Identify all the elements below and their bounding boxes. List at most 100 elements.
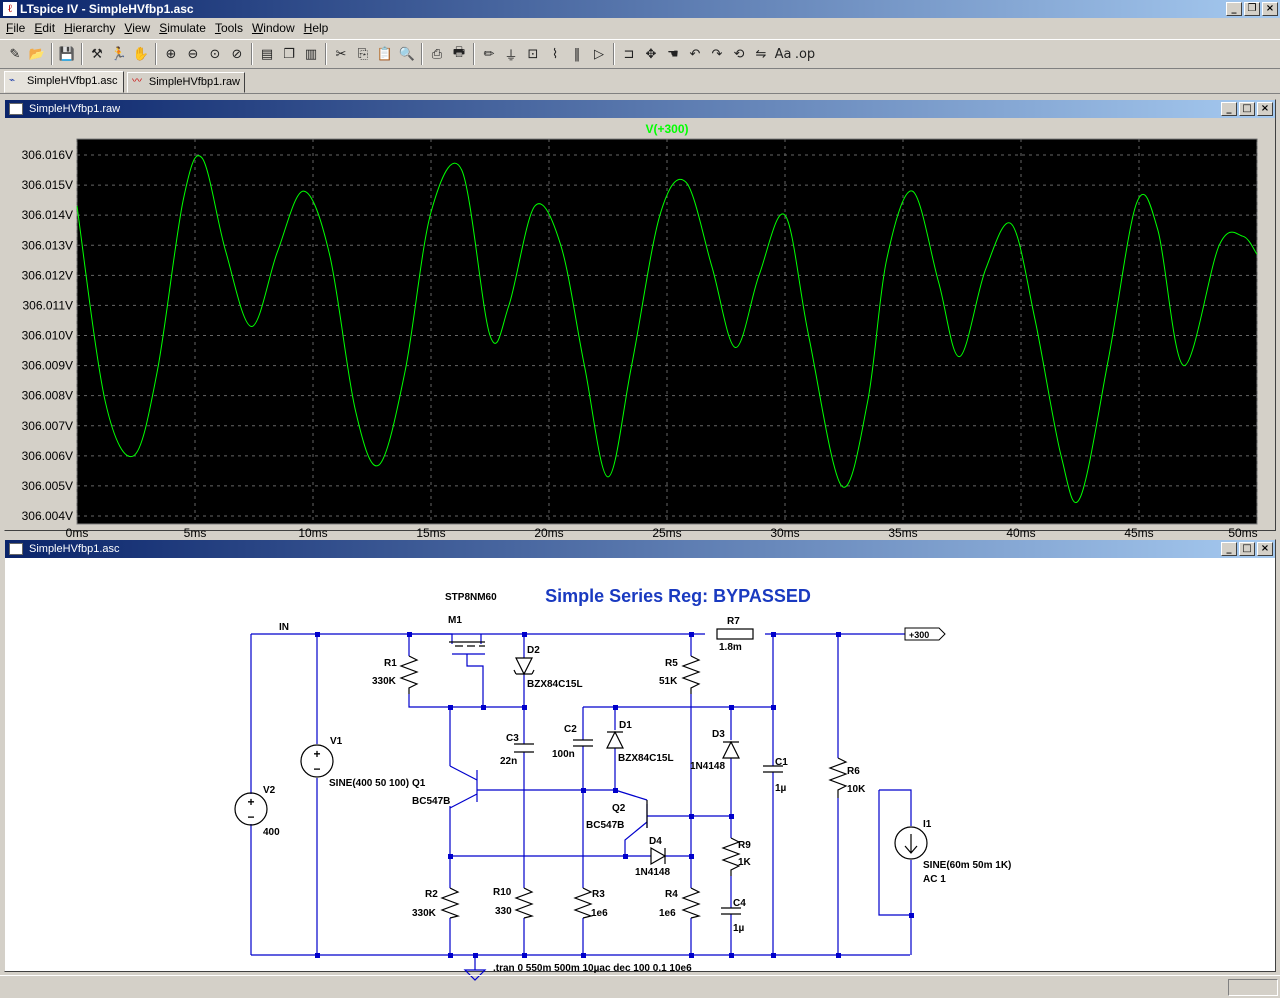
r1-resistor[interactable] xyxy=(399,655,419,694)
autorange-icon[interactable]: ⊘ xyxy=(231,46,243,62)
menu-help[interactable]: Help xyxy=(300,18,334,38)
d1-zener[interactable] xyxy=(606,730,624,749)
plot-area[interactable] xyxy=(76,138,1258,525)
menu-window[interactable]: Window xyxy=(248,18,300,38)
y-tick-label: 306.005V xyxy=(22,479,73,493)
open-icon[interactable]: 📂 xyxy=(28,46,46,62)
menu-tools[interactable]: Tools xyxy=(211,18,248,38)
schematic-maximize-button[interactable]: □ xyxy=(1239,542,1255,556)
zoom-out-icon[interactable]: ⊖ xyxy=(187,46,199,62)
drag-icon[interactable]: ☚ xyxy=(667,46,679,62)
trace-line[interactable] xyxy=(76,155,1258,504)
menu-file[interactable]: File xyxy=(2,18,30,38)
schematic-window: SimpleHVfbp1.asc _ □ × xyxy=(4,539,1276,981)
paste-icon[interactable]: 📋 xyxy=(376,46,394,62)
r3-resistor[interactable] xyxy=(573,887,594,919)
rotate-icon[interactable]: ⟲ xyxy=(733,46,745,62)
halt-icon[interactable]: ✋ xyxy=(132,46,150,62)
print-setup-icon[interactable]: ⎙ xyxy=(431,46,443,62)
text-icon[interactable]: Aa xyxy=(774,46,792,62)
waveform-window-title: SimpleHVfbp1.raw xyxy=(29,103,121,115)
restore-button[interactable]: ❐ xyxy=(1244,2,1260,16)
save-icon[interactable]: 💾 xyxy=(58,46,76,62)
trace-label[interactable]: V(+300) xyxy=(645,122,688,136)
x-tick-label: 15ms xyxy=(416,526,445,540)
run-icon[interactable]: 🏃 xyxy=(110,46,128,62)
x-tick-label: 25ms xyxy=(652,526,681,540)
out-net-flag[interactable] xyxy=(904,627,946,641)
r4-resistor[interactable] xyxy=(681,887,702,919)
r10-resistor[interactable] xyxy=(514,887,535,919)
menu-simulate[interactable]: Simulate xyxy=(155,18,211,38)
print-icon[interactable]: 🖶 xyxy=(452,45,466,60)
c2-capacitor[interactable] xyxy=(573,739,593,747)
cut-icon[interactable]: ✂ xyxy=(335,46,347,62)
resistor-icon[interactable]: ⌇ xyxy=(551,46,559,62)
tab-schematic[interactable]: ⌁ SimpleHVfbp1.asc xyxy=(4,71,124,93)
menu-accelerator: V xyxy=(124,21,133,35)
control-panel-icon[interactable]: ✎ xyxy=(9,46,21,62)
x-tick-label: 30ms xyxy=(770,526,799,540)
capacitor-icon[interactable]: ‖ xyxy=(573,46,581,62)
diode-icon[interactable]: ▷ xyxy=(594,46,604,62)
r7-resistor[interactable] xyxy=(716,628,754,640)
x-tick-label: 40ms xyxy=(1006,526,1035,540)
minimize-button[interactable]: _ xyxy=(1226,2,1242,16)
close-button[interactable]: × xyxy=(1262,2,1278,16)
menu-accelerator: F xyxy=(6,21,14,35)
waveform-maximize-button[interactable]: □ xyxy=(1239,102,1255,116)
zoom-fit-icon[interactable]: ⊙ xyxy=(209,46,221,62)
spice-directive-icon[interactable]: .op xyxy=(794,46,816,62)
waveform-close-button[interactable]: × xyxy=(1257,102,1273,116)
schematic-icon: ⌁ xyxy=(9,75,16,86)
label-net-icon[interactable]: ⊡ xyxy=(527,46,539,62)
draw-wire-icon[interactable]: ✏ xyxy=(483,46,495,62)
v1-source[interactable] xyxy=(300,744,334,778)
x-tick-label: 50ms xyxy=(1228,526,1257,540)
r2-resistor[interactable] xyxy=(440,887,461,919)
move-icon[interactable]: ✥ xyxy=(645,46,657,62)
zoom-in-icon[interactable]: ⊕ xyxy=(165,46,177,62)
schematic-canvas[interactable]: + − + − Simple Series Reg: BYPASSED STP8… xyxy=(5,558,1275,981)
tile-horizontal-icon[interactable]: ▤ xyxy=(260,46,274,62)
d2-zener[interactable] xyxy=(513,657,535,676)
copy-icon[interactable]: ⎘ xyxy=(357,46,369,62)
menu-edit[interactable]: Edit xyxy=(30,18,60,38)
hammer-icon[interactable]: ⚒ xyxy=(91,46,103,62)
tile-vertical-icon[interactable]: ▥ xyxy=(304,46,318,62)
schematic-window-title: SimpleHVfbp1.asc xyxy=(29,543,120,555)
y-tick-label: 306.014V xyxy=(22,208,73,222)
component-icon[interactable]: ⊐ xyxy=(623,46,635,62)
c2-value: 100n xyxy=(552,749,575,760)
d4-diode[interactable] xyxy=(650,846,667,866)
c1-capacitor[interactable] xyxy=(763,765,783,773)
redo-icon[interactable]: ↷ xyxy=(711,46,723,62)
waveform-minimize-button[interactable]: _ xyxy=(1221,102,1237,116)
schematic-minimize-button[interactable]: _ xyxy=(1221,542,1237,556)
c1-label: C1 xyxy=(775,757,788,768)
r7-value: 1.8m xyxy=(719,642,742,653)
d2-label: D2 xyxy=(527,645,540,656)
r5-resistor[interactable] xyxy=(681,655,701,694)
ground-icon[interactable]: ⏚ xyxy=(504,48,518,64)
tab-waveform[interactable]: 〰 SimpleHVfbp1.raw xyxy=(127,72,245,93)
r9-resistor[interactable] xyxy=(721,837,741,876)
waveform-plot[interactable]: V(+300) 306.016V306.015V306.014V306.013V… xyxy=(5,118,1275,540)
svg-text:+: + xyxy=(313,747,320,761)
schematic-close-button[interactable]: × xyxy=(1257,542,1273,556)
undo-icon[interactable]: ↶ xyxy=(689,46,701,62)
cascade-icon[interactable]: ❐ xyxy=(283,46,295,62)
i1-source[interactable] xyxy=(894,826,928,860)
c4-capacitor[interactable] xyxy=(721,907,741,915)
menu-hierarchy[interactable]: Hierarchy xyxy=(60,18,120,38)
d3-diode[interactable] xyxy=(722,740,740,759)
find-icon[interactable]: 🔍 xyxy=(398,46,416,62)
mirror-icon[interactable]: ⇋ xyxy=(755,46,767,62)
r10-value: 330 xyxy=(495,906,512,917)
r6-resistor[interactable] xyxy=(828,757,848,798)
v2-source[interactable] xyxy=(234,792,268,826)
r10-label: R10 xyxy=(493,887,512,898)
c3-capacitor[interactable] xyxy=(514,743,534,753)
menu-view[interactable]: View xyxy=(120,18,155,38)
toolbar-separator xyxy=(613,43,615,65)
